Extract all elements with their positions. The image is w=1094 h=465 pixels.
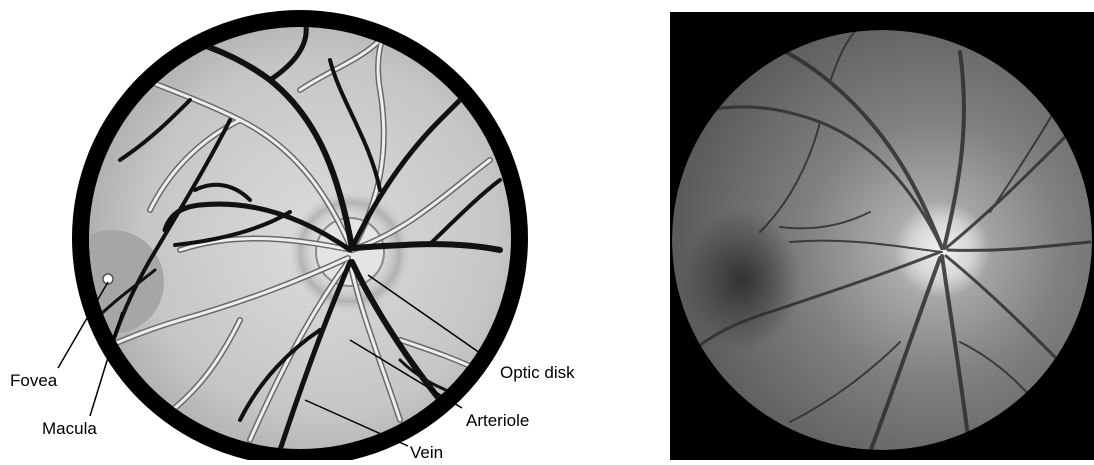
label-fovea: Fovea xyxy=(10,371,58,390)
fundus-photo-panel xyxy=(670,12,1094,460)
photo-macula xyxy=(682,210,802,350)
label-macula: Macula xyxy=(42,419,97,438)
label-optic-disk: Optic disk xyxy=(500,363,575,382)
label-arteriole: Arteriole xyxy=(466,411,529,430)
fundus-photo xyxy=(670,12,1094,460)
label-vein: Vein xyxy=(410,443,443,460)
